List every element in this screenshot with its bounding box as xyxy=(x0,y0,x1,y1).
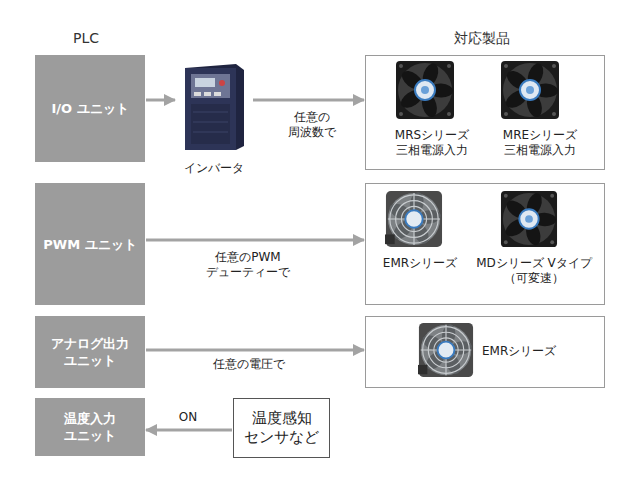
plc-unit-box: I/O ユニット xyxy=(35,55,145,162)
node-label: 温度感知 センサなど xyxy=(239,409,325,447)
sensor-box: 温度感知 センサなど xyxy=(233,398,330,458)
node-label: I/O ユニット xyxy=(42,100,138,117)
column-heading: 対応製品 xyxy=(442,29,522,47)
node-label: 温度入力 ユニット xyxy=(42,410,138,444)
column-heading: PLC xyxy=(66,29,106,47)
edge-label: 任意の 周波数で xyxy=(280,110,344,140)
product-name: MDシリーズ Vタイプ（可変速） xyxy=(472,256,596,286)
fan-image xyxy=(418,323,473,377)
inverter-label: インバータ xyxy=(184,161,244,176)
product-name: MRSシリーズ 三相電源入力 xyxy=(384,128,480,158)
arrow-connector xyxy=(146,349,364,352)
product-box: EMRシリーズ xyxy=(365,316,605,388)
plc-unit-box: 温度入力 ユニット xyxy=(35,398,145,456)
product-box: MRSシリーズ 三相電源入力 MREシリーズ 三相電源入力 xyxy=(365,55,605,170)
plc-unit-box: アナログ出力 ユニット xyxy=(35,316,145,388)
node-label: PWM ユニット xyxy=(42,236,138,253)
product-name: MREシリーズ 三相電源入力 xyxy=(492,128,588,158)
fan-image xyxy=(501,191,557,247)
fan-image xyxy=(501,61,559,119)
fan-image xyxy=(396,61,454,119)
arrow-connector xyxy=(253,99,364,102)
node-label: アナログ出力 ユニット xyxy=(42,335,138,369)
edge-label: ON xyxy=(172,410,204,425)
arrow-connector xyxy=(146,239,364,242)
product-name: EMRシリーズ xyxy=(482,344,597,359)
arrow-connector xyxy=(146,429,232,432)
fan-image xyxy=(385,191,442,247)
plc-unit-box: PWM ユニット xyxy=(35,183,145,305)
arrow-connector xyxy=(146,99,175,102)
edge-label: 任意の電圧で xyxy=(206,357,292,372)
product-box: EMRシリーズ MDシリーズ Vタイプ（可変速） xyxy=(365,183,605,305)
product-name: EMRシリーズ xyxy=(372,256,468,271)
inverter-node: インバータ xyxy=(176,62,252,176)
edge-label: 任意のPWM デューティーで xyxy=(196,250,300,280)
inverter-illustration xyxy=(185,64,244,150)
